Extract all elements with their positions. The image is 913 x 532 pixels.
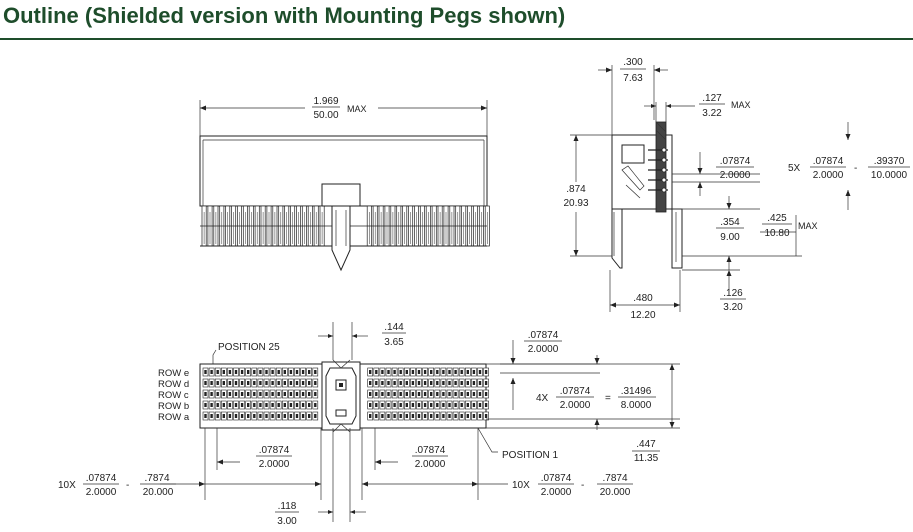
side-peg-in: .425 (767, 213, 787, 224)
bottom-left-count: 10X (58, 480, 76, 491)
row-e-label: ROW e (158, 368, 189, 379)
side-shield-mm: 3.22 (702, 108, 722, 119)
row-b-label: ROW b (158, 401, 189, 412)
side-tail-in: .354 (720, 217, 740, 228)
side-row-total-mm: 10.0000 (871, 170, 908, 181)
bottom-top-pitch-mm: 2.0000 (528, 344, 559, 355)
row-d-label: ROW d (158, 379, 189, 390)
bottom-right-dash: - (581, 480, 584, 491)
side-contacts (648, 147, 668, 193)
front-width-suffix: MAX (347, 104, 367, 114)
row-a-label: ROW a (158, 412, 190, 423)
side-peg-mm: 10.80 (764, 228, 789, 239)
bottom-col-left-mm: 2.0000 (259, 459, 290, 470)
side-height-in: .874 (566, 184, 586, 195)
side-tail-mm: 9.00 (720, 232, 740, 243)
bottom-row-count: 4X (536, 393, 549, 404)
side-pitch-in: .07874 (720, 156, 751, 167)
side-pitch-mm: 2.0000 (720, 170, 751, 181)
bottom-row-total-mm: 8.0000 (621, 400, 652, 411)
side-row-pitch-in: .07874 (813, 156, 844, 167)
bottom-right-count: 10X (512, 480, 530, 491)
bottom-col-right-in: .07874 (415, 445, 446, 456)
side-row-count: 5X (788, 163, 801, 174)
pin-grid (202, 367, 489, 421)
bottom-col-right-mm: 2.0000 (415, 459, 446, 470)
bottom-top-pitch-in: .07874 (528, 330, 559, 341)
bottom-overall-in: .447 (636, 439, 656, 450)
bottom-row-pitch-in: .07874 (560, 386, 591, 397)
bottom-overall-mm: 11.35 (634, 453, 659, 464)
bottom-right-total-in: .7874 (602, 473, 627, 484)
side-view: .300 7.63 .127 3.22 MAX .87 (563, 57, 910, 321)
bottom-gap-in: .118 (278, 501, 297, 512)
front-view: 1.969 50.00 MAX (199, 96, 490, 272)
side-height-mm: 20.93 (563, 198, 588, 209)
bottom-right-pitch-in: .07874 (541, 473, 572, 484)
bottom-view: .144 3.65 POSITION 25 ROW e ROW d ROW c … (58, 322, 680, 527)
bottom-row-pitch-mm: 2.0000 (560, 400, 591, 411)
bottom-row-total-in: .31496 (621, 386, 652, 397)
front-width-in: 1.969 (313, 96, 338, 107)
side-row-dash: - (854, 163, 857, 174)
front-width-mm: 50.00 (313, 110, 338, 121)
title-rule (0, 38, 913, 40)
bottom-row-eq: = (605, 393, 611, 404)
side-foot-mm: 12.20 (630, 310, 655, 321)
bottom-right-total-mm: 20.000 (600, 487, 631, 498)
side-depth-in: .300 (623, 57, 643, 68)
side-row-pitch-mm: 2.0000 (813, 170, 844, 181)
side-shield-in: .127 (702, 93, 722, 104)
position-25-label: POSITION 25 (218, 342, 280, 353)
side-depth-mm: 7.63 (623, 73, 643, 84)
side-peg-len-mm: 3.20 (723, 302, 743, 313)
bottom-left-total-in: .7874 (144, 473, 169, 484)
page-title: Outline (Shielded version with Mounting … (3, 3, 566, 28)
side-shield-suffix: MAX (731, 100, 751, 110)
side-peg-len-in: .126 (723, 288, 743, 299)
bottom-gap-mm: 3.00 (277, 516, 297, 527)
side-foot-in: .480 (633, 293, 653, 304)
bottom-left-dash: - (126, 480, 129, 491)
bottom-center-mm: 3.65 (384, 337, 404, 348)
row-c-label: ROW c (158, 390, 189, 401)
position-1-label: POSITION 1 (502, 450, 559, 461)
bottom-left-pitch-in: .07874 (86, 473, 117, 484)
bottom-left-pitch-mm: 2.0000 (86, 487, 117, 498)
side-peg-suffix: MAX (798, 221, 818, 231)
bottom-center-in: .144 (384, 322, 404, 333)
bottom-left-total-mm: 20.000 (143, 487, 174, 498)
side-row-total-in: .39370 (874, 156, 905, 167)
bottom-col-left-in: .07874 (259, 445, 290, 456)
bottom-right-pitch-mm: 2.0000 (541, 487, 572, 498)
